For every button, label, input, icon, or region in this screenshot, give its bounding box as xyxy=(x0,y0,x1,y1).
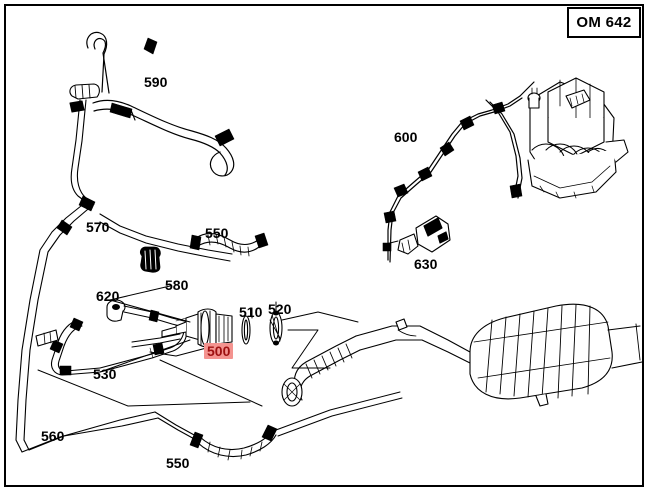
gasket-510 xyxy=(241,315,251,345)
hose-550-upper xyxy=(195,232,260,257)
hose-590-fittings xyxy=(109,37,235,147)
callout-630: 630 xyxy=(414,256,438,272)
callout-520: 520 xyxy=(268,301,292,317)
line-600-branch-clip xyxy=(509,183,523,199)
callout-500-highlighted: 500 xyxy=(204,343,234,359)
callout-510: 510 xyxy=(239,304,263,320)
line-600-clips xyxy=(382,101,506,252)
pipe-570 xyxy=(15,99,233,441)
engine-code-label: OM 642 xyxy=(576,14,632,31)
clip-580 xyxy=(139,246,161,273)
junction-block-upper-left xyxy=(69,83,100,113)
callout-570: 570 xyxy=(86,219,110,235)
exhaust-assembly xyxy=(281,303,643,407)
hose-550-lower-clamps xyxy=(189,424,278,449)
line-600-branch xyxy=(485,99,523,199)
callout-560: 560 xyxy=(41,428,65,444)
grommet-620 xyxy=(106,299,126,322)
leader-lines xyxy=(37,285,359,407)
line-600 xyxy=(387,81,535,263)
callout-600: 600 xyxy=(394,129,418,145)
pipe-570-clamps xyxy=(56,195,96,236)
hose-550-lower-tail xyxy=(275,391,403,437)
line-530-clamps xyxy=(49,317,187,376)
midpipe-fitting xyxy=(395,318,408,331)
title-block: OM 642 xyxy=(567,7,641,38)
fitting-530 xyxy=(35,329,59,347)
callout-530: 530 xyxy=(93,366,117,382)
hose-590 xyxy=(86,31,235,177)
callout-550-upper: 550 xyxy=(205,225,229,241)
pipe-560 xyxy=(15,411,199,453)
diagram-frame xyxy=(4,4,644,487)
callout-580: 580 xyxy=(165,277,189,293)
seal-520 xyxy=(269,310,283,346)
part-500-egr-valve xyxy=(161,308,233,348)
callout-590: 590 xyxy=(144,74,168,90)
connector-630 xyxy=(385,215,451,255)
intake-manifold-assembly xyxy=(527,77,629,199)
callout-620: 620 xyxy=(96,288,120,304)
callout-550-lower: 550 xyxy=(166,455,190,471)
hose-550-upper-clamps xyxy=(189,232,269,251)
